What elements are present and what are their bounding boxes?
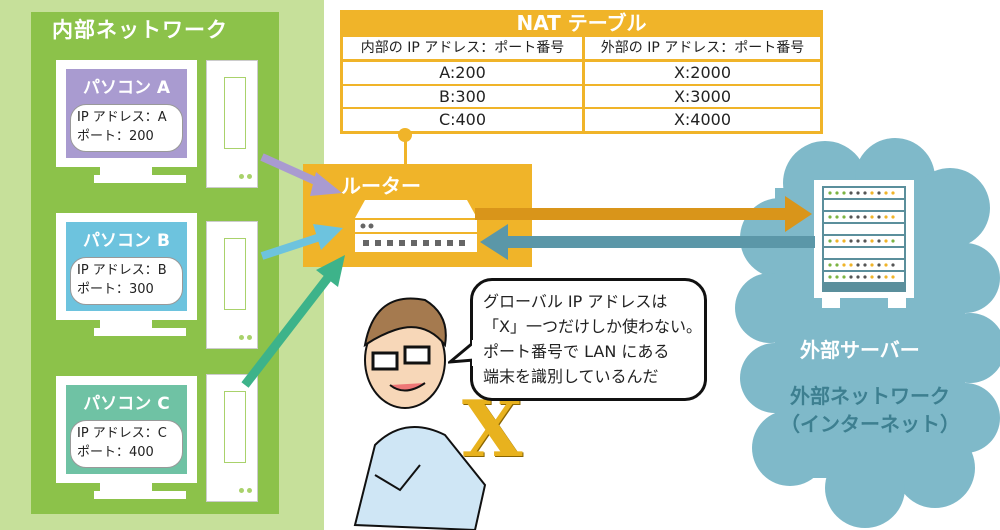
ip-line: IP アドレス：B xyxy=(77,263,167,278)
monitor-stand xyxy=(100,167,152,175)
nat-connector-line xyxy=(404,140,407,166)
pc-name: パソコン C xyxy=(83,394,170,414)
router-icon xyxy=(355,200,477,252)
monitor: パソコン C IP アドレス：C ポート：400 xyxy=(56,376,197,483)
pc-b: パソコン B IP アドレス：B ポート：300 xyxy=(56,213,276,353)
pc-name: パソコン B xyxy=(83,231,170,251)
pc-name: パソコン A xyxy=(82,78,171,98)
router-label: ルーター xyxy=(341,174,421,198)
address-bubble: IP アドレス：A ポート：200 xyxy=(70,104,183,152)
monitor-base xyxy=(94,491,186,499)
external-server-label: 外部サーバー xyxy=(800,338,920,362)
server-rack-icon xyxy=(814,180,914,308)
monitor: パソコン B IP アドレス：B ポート：300 xyxy=(56,213,197,320)
address-bubble: IP アドレス：C ポート：400 xyxy=(70,420,183,468)
port-line: ポート：300 xyxy=(77,282,154,297)
speech-line: 「X」一つだけしか使わない。 xyxy=(483,317,702,336)
speech-line: ポート番号で LAN にある xyxy=(483,342,670,361)
monitor-stand xyxy=(100,483,152,491)
nat-cell: B:300 xyxy=(343,86,582,107)
monitor-stand xyxy=(100,320,152,328)
external-network-line1: 外部ネットワーク xyxy=(790,384,950,408)
presenter-character-illustration xyxy=(353,297,487,530)
ip-line: IP アドレス：A xyxy=(77,110,167,125)
internet-cloud xyxy=(735,138,1000,528)
speech-bubble-tail xyxy=(448,340,476,366)
speech-line: グローバル IP アドレスは xyxy=(483,292,668,311)
pc-tower-icon xyxy=(206,374,258,502)
pc-tower-icon xyxy=(206,221,258,349)
nat-cell: X:2000 xyxy=(585,62,820,84)
monitor-base xyxy=(94,175,186,183)
internal-network-title: 内部ネットワーク xyxy=(52,18,228,42)
external-network-line2: （インターネット） xyxy=(780,412,960,436)
external-network-label: 外部ネットワーク （インターネット） xyxy=(765,382,975,438)
screen: パソコン B IP アドレス：B ポート：300 xyxy=(66,222,187,311)
held-letter-x: X xyxy=(462,384,523,475)
nat-cell: X:3000 xyxy=(585,86,820,107)
ip-line: IP アドレス：C xyxy=(77,426,167,441)
nat-table: NAT テーブル 内部の IP アドレス：ポート番号 外部の IP アドレス：ポ… xyxy=(340,10,823,134)
pc-a: パソコン A IP アドレス：A ポート：200 xyxy=(56,60,276,200)
nat-cell: X:4000 xyxy=(585,109,820,131)
pc-c: パソコン C IP アドレス：C ポート：400 xyxy=(56,374,276,516)
screen: パソコン C IP アドレス：C ポート：400 xyxy=(66,385,187,474)
monitor-base xyxy=(94,328,186,336)
monitor: パソコン A IP アドレス：A ポート：200 xyxy=(56,60,197,167)
port-line: ポート：200 xyxy=(77,129,154,144)
nat-header-internal: 内部の IP アドレス：ポート番号 xyxy=(343,37,582,59)
nat-connector xyxy=(398,128,412,142)
speech-bubble: グローバル IP アドレスは 「X」一つだけしか使わない。 ポート番号で LAN… xyxy=(470,278,707,401)
speech-line: 端末を識別しているんだ xyxy=(483,367,659,386)
nat-cell: A:200 xyxy=(343,62,582,84)
address-bubble: IP アドレス：B ポート：300 xyxy=(70,257,183,305)
nat-table-title: NAT テーブル xyxy=(516,11,647,35)
port-line: ポート：400 xyxy=(77,445,154,460)
pc-tower-icon xyxy=(206,60,258,188)
nat-cell: C:400 xyxy=(343,109,582,131)
nat-header-external: 外部の IP アドレス：ポート番号 xyxy=(585,37,820,59)
screen: パソコン A IP アドレス：A ポート：200 xyxy=(66,69,187,158)
